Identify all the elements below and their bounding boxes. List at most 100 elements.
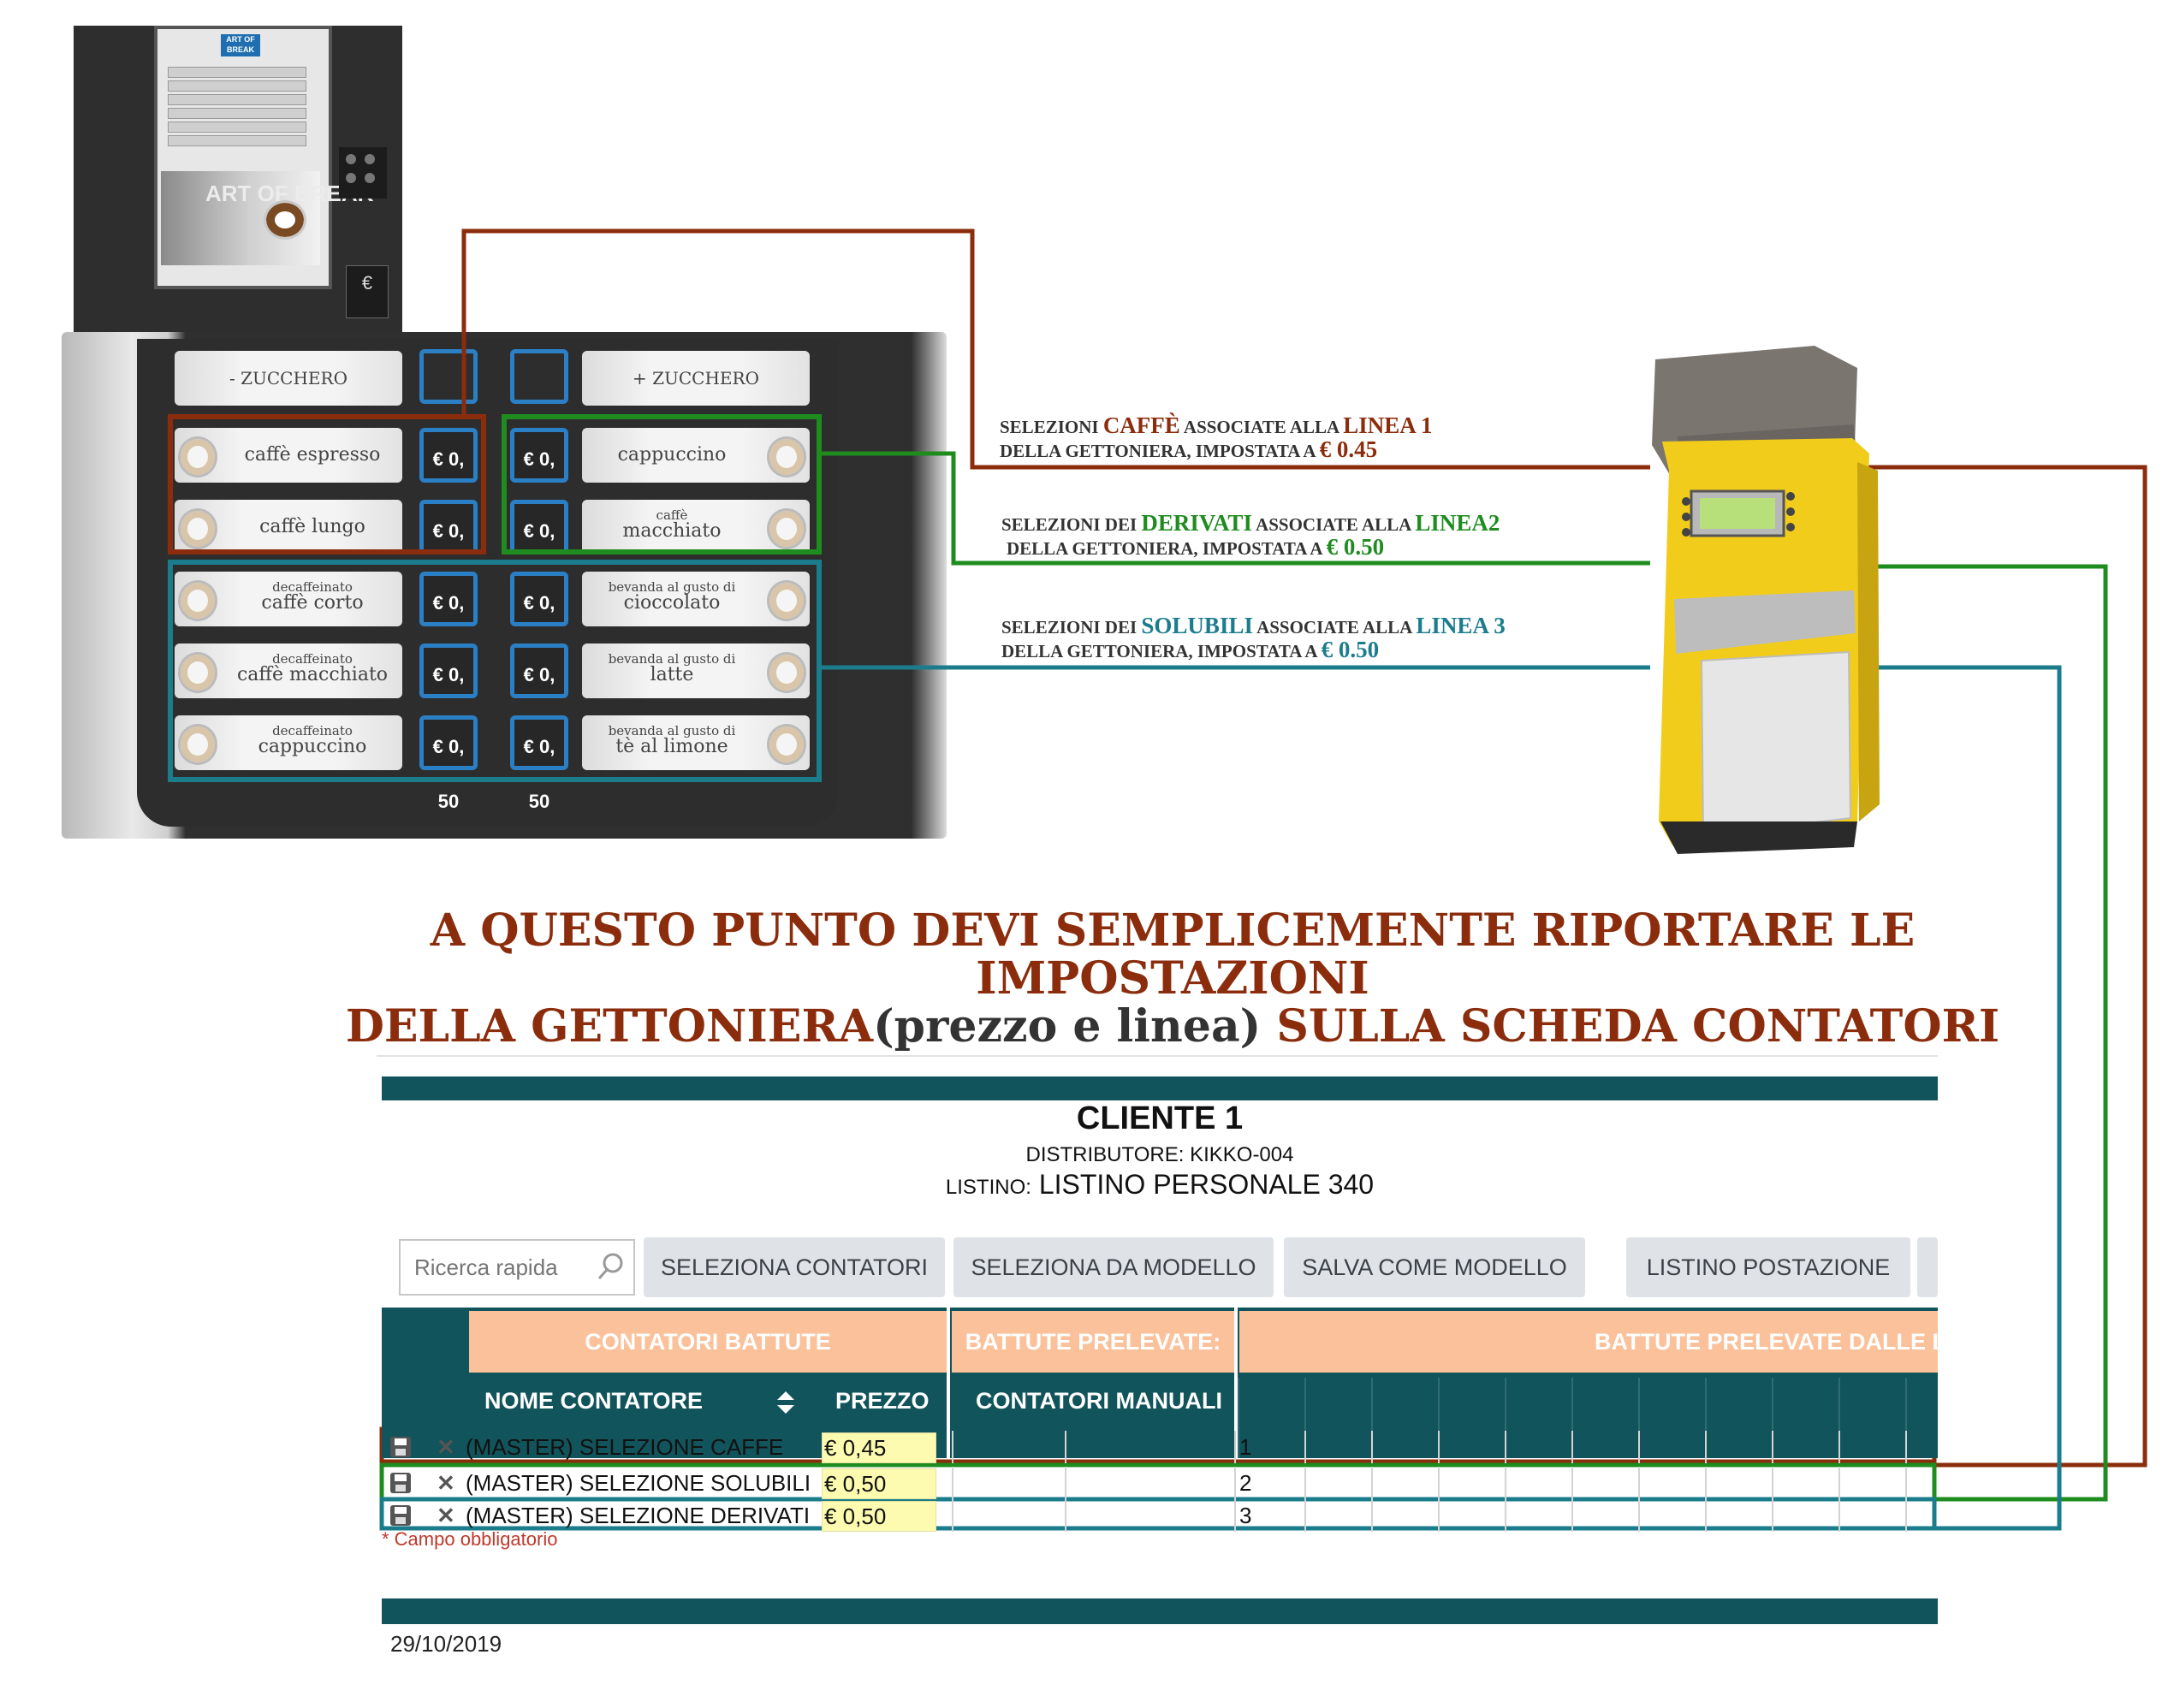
line-cell[interactable]	[1371, 1431, 1438, 1463]
select-from-model-button[interactable]: SELEZIONA DA MODELLO	[953, 1237, 1274, 1297]
quick-search-input[interactable]	[399, 1239, 635, 1296]
manual-counter-cell[interactable]	[1065, 1499, 1178, 1532]
group-header-contatori: CONTATORI BATTUTE	[469, 1311, 947, 1373]
price-value: € 0,45	[824, 1435, 887, 1461]
line-cell[interactable]	[1905, 1467, 1972, 1499]
line-cell[interactable]	[1571, 1431, 1638, 1463]
line-cell[interactable]	[1371, 1467, 1438, 1499]
line-cell[interactable]	[1772, 1499, 1838, 1532]
headline-line-1: A QUESTO PUNTO DEVI SEMPLICEMENTE RIPORT…	[430, 904, 1916, 1005]
price-display-left: € 0, 50	[419, 715, 478, 812]
save-icon[interactable]	[389, 1503, 413, 1527]
line-cell[interactable]: 2	[1234, 1467, 1301, 1499]
selection-key-left[interactable]: caffè espresso	[175, 428, 402, 483]
headline-text: DELLA GETTONIERA	[345, 1000, 874, 1053]
delete-icon[interactable]: ✕	[437, 1434, 455, 1460]
delete-icon[interactable]: ✕	[437, 1503, 455, 1528]
line-cell[interactable]	[1705, 1467, 1772, 1499]
label-highlight: DERIVATI	[1141, 510, 1252, 536]
manual-counter-cell[interactable]	[1065, 1467, 1178, 1499]
machine-menu-row	[168, 80, 306, 92]
coffee-cup-icon	[178, 508, 217, 549]
line-cell[interactable]	[1905, 1431, 1972, 1463]
label-highlight: LINEA 1	[1343, 412, 1433, 438]
headline-text-dark: (prezzo e linea)	[873, 1000, 1262, 1053]
line-cell[interactable]	[1638, 1431, 1705, 1463]
save-icon[interactable]	[389, 1435, 413, 1459]
sugar-minus-price-slot	[419, 349, 478, 404]
save-as-model-button[interactable]: SALVA COME MODELLO	[1284, 1237, 1585, 1297]
col-header-manual: CONTATORI MANUALI	[976, 1388, 1222, 1414]
price-field[interactable]: € 0,50	[822, 1501, 936, 1532]
line-cell[interactable]	[1838, 1467, 1905, 1499]
select-counters-button[interactable]: SELEZIONA CONTATORI	[644, 1237, 945, 1297]
sugar-plus-key[interactable]: + ZUCCHERO	[582, 351, 810, 406]
line-cell[interactable]	[1638, 1499, 1705, 1532]
price-field[interactable]: € 0,50	[822, 1468, 936, 1499]
line-cell[interactable]	[1705, 1431, 1772, 1463]
counter-name: (MASTER) SELEZIONE SOLUBILI	[466, 1470, 811, 1496]
search-icon[interactable]	[594, 1249, 628, 1284]
manual-counter-cell[interactable]	[952, 1467, 1065, 1499]
sugar-minus-key[interactable]: - ZUCCHERO	[175, 351, 402, 406]
header-grid-line	[1238, 1378, 1239, 1458]
line-cell[interactable]	[1772, 1431, 1838, 1463]
line-cell[interactable]	[1905, 1499, 1972, 1532]
divider	[377, 1055, 1938, 1057]
price-display-left: € 0, 45	[419, 428, 478, 525]
col-header-name[interactable]: NOME CONTATORE	[484, 1388, 703, 1414]
label-text: DELLA GETTONIERA, IMPOSTATA A	[1001, 641, 1317, 661]
line-cell[interactable]	[1505, 1499, 1571, 1532]
manual-counter-cell[interactable]	[952, 1499, 1065, 1532]
line-cell[interactable]	[1438, 1499, 1505, 1532]
sheet-bottom-band	[382, 1598, 1938, 1624]
header-grid-line	[1371, 1378, 1373, 1458]
line-cell[interactable]	[1838, 1499, 1905, 1532]
linea2-label: SELEZIONI DEI DERIVATI ASSOCIATE ALLA LI…	[1001, 512, 1500, 560]
header-grid-line	[1304, 1378, 1306, 1458]
selection-key-left[interactable]: caffè lungo	[175, 500, 402, 555]
coffee-cup-icon	[264, 200, 306, 240]
key-label-line1: bevanda al gusto di	[608, 651, 736, 667]
line-cell[interactable]: 1	[1234, 1431, 1301, 1463]
price-field[interactable]: € 0,45	[822, 1432, 936, 1463]
manual-counter-cell[interactable]	[1065, 1431, 1178, 1463]
label-text: ASSOCIATE ALLA	[1256, 617, 1412, 638]
line-cell[interactable]	[1371, 1499, 1438, 1532]
line-cell[interactable]	[1638, 1467, 1705, 1499]
line-cell[interactable]	[1438, 1467, 1505, 1499]
line-cell[interactable]	[1304, 1467, 1371, 1499]
line-cell[interactable]: 3	[1234, 1499, 1301, 1532]
manual-counter-cell[interactable]	[952, 1431, 1065, 1463]
line-cell[interactable]	[1304, 1431, 1371, 1463]
station-listino-button[interactable]: LISTINO POSTAZIONE	[1626, 1237, 1910, 1297]
line-cell[interactable]	[1571, 1499, 1638, 1532]
group-header-text: BATTUTE PRELEVATE DALLE L	[1595, 1329, 1938, 1355]
line-cell[interactable]	[1571, 1467, 1638, 1499]
line-cell[interactable]	[1438, 1431, 1505, 1463]
more-button[interactable]	[1917, 1237, 1938, 1297]
label-highlight: € 0.50	[1326, 534, 1385, 560]
line-cell[interactable]	[1772, 1467, 1838, 1499]
line-cell[interactable]	[1505, 1467, 1571, 1499]
selection-key-right[interactable]: cappuccino	[582, 428, 810, 483]
line-cell[interactable]	[1505, 1431, 1571, 1463]
save-icon[interactable]	[389, 1471, 413, 1495]
label-text: ASSOCIATE ALLA	[1183, 417, 1339, 437]
line-cell[interactable]	[1705, 1499, 1772, 1532]
counter-name: (MASTER) SELEZIONE DERIVATI	[466, 1503, 811, 1528]
line-cell[interactable]	[1304, 1499, 1371, 1532]
line-cell[interactable]	[1838, 1431, 1905, 1463]
sort-icon[interactable]	[775, 1390, 796, 1415]
label-text: SELEZIONI	[1000, 417, 1099, 437]
delete-icon[interactable]: ✕	[437, 1470, 455, 1496]
